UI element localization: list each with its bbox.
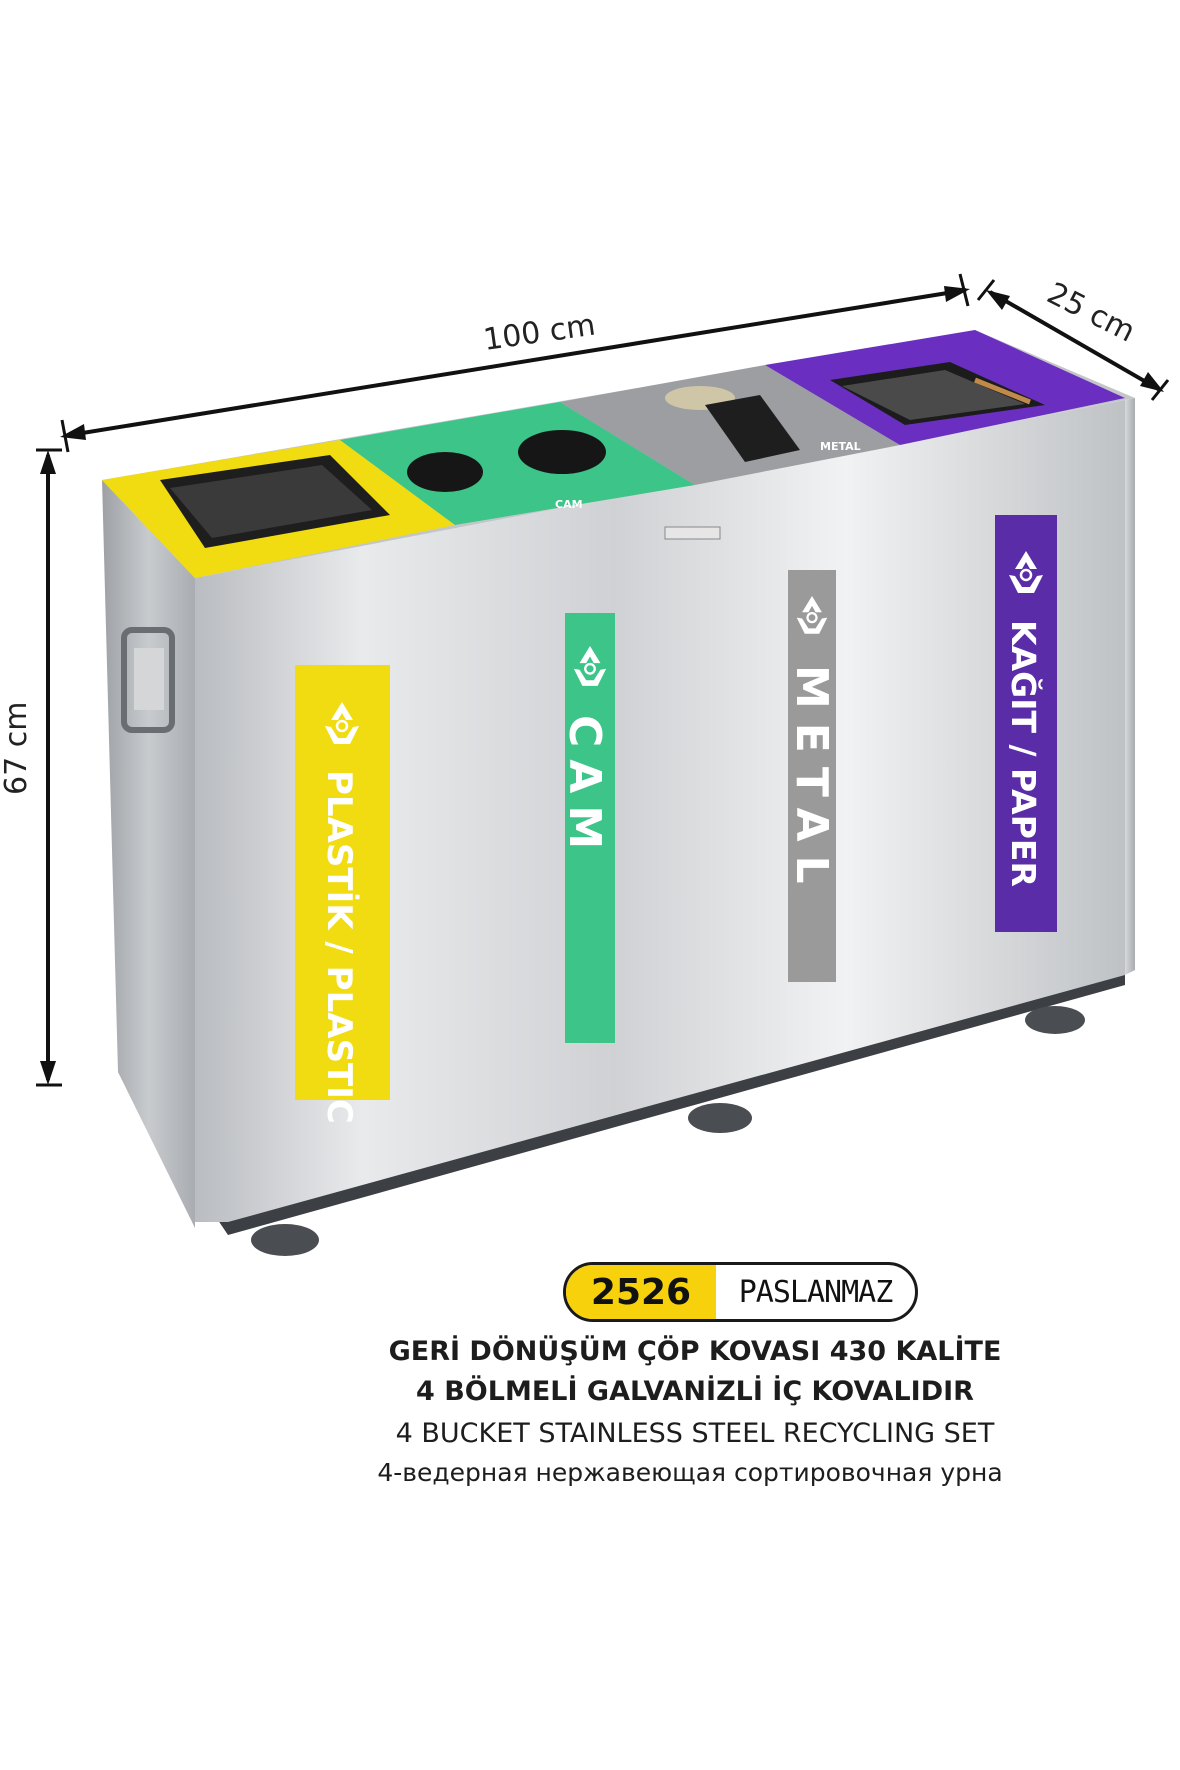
lid-label-metal: METAL (820, 440, 861, 453)
description-line-1: GERİ DÖNÜŞÜM ÇÖP KOVASI 430 KALİTE (388, 1336, 1002, 1367)
glass-hole (518, 430, 606, 474)
lid-metal: METAL (560, 365, 900, 485)
lid-label-cam: CAM (555, 498, 583, 511)
brand-plate (664, 526, 721, 540)
width-label: 100 cm (481, 308, 597, 358)
lid-paper (765, 330, 1125, 445)
product-code-badge: 2526 PASLANMAZ (563, 1262, 918, 1322)
label-plastic-text: PLASTİK / PLASTIC (319, 770, 360, 1124)
side-handle (121, 627, 175, 733)
description-line-4: 4-ведерная нержавеющая сортировочная урн… (377, 1458, 1003, 1487)
width-dimension-line (60, 273, 970, 453)
bin-foot (688, 1103, 752, 1133)
depth-label: 25 cm (1041, 276, 1140, 350)
description-line-2: 4 BÖLMELİ GALVANİZLİ İÇ KOVALIDIR (416, 1376, 974, 1407)
depth-dimension-line (976, 279, 1170, 401)
label-plastic: PLASTİK / PLASTIC (295, 665, 390, 1124)
height-label: 67 cm (0, 702, 34, 795)
lid-plastic (102, 440, 455, 578)
bin-foot (1025, 1006, 1085, 1034)
label-glass-text: CAM (559, 715, 610, 861)
label-paper-text: KAĞIT / PAPER (1004, 620, 1044, 887)
bin-foot (251, 1224, 319, 1256)
description-line-3: 4 BUCKET STAINLESS STEEL RECYCLING SET (395, 1418, 995, 1449)
label-paper: KAĞIT / PAPER (995, 515, 1057, 932)
label-metal: METAL (786, 570, 837, 982)
product-code: 2526 (566, 1265, 716, 1319)
product-material: PASLANMAZ (738, 1274, 894, 1310)
label-metal-text: METAL (786, 665, 837, 898)
label-glass: CAM (559, 613, 615, 1043)
glass-hole (407, 452, 483, 492)
lid-glass: CAM (340, 402, 695, 525)
height-dimension-line (36, 448, 62, 1087)
